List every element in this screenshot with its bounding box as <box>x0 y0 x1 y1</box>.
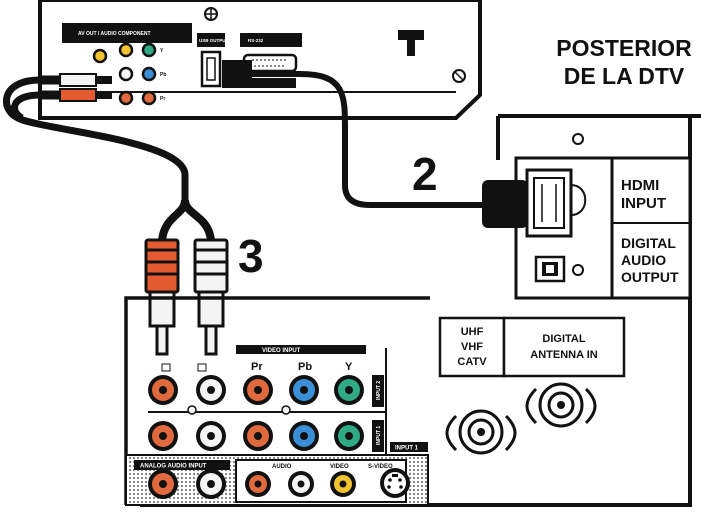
rca-plug-red <box>144 238 180 356</box>
hdmi-input-label-2: INPUT <box>621 195 666 212</box>
hdmi-cable <box>250 71 490 208</box>
video-pb-label: Pb <box>298 361 312 373</box>
video-input-header: VIDEO INPUT <box>262 348 301 354</box>
step-number-2: 2 <box>412 148 438 200</box>
device-pr-label: Pr <box>160 96 165 102</box>
bottom-video-label: VIDEO <box>330 464 349 470</box>
bottom-jacks <box>148 468 410 499</box>
device-rca-plugs <box>40 73 112 102</box>
device-power-icon <box>398 30 424 56</box>
bottom-input1-label: INPUT 1 <box>395 446 419 452</box>
vhf-label: VHF <box>461 341 483 353</box>
device-usb-plug <box>222 60 252 88</box>
device-audio-out-label: AV OUT / AUDIO <box>78 31 117 37</box>
device-y-label: Y <box>160 48 164 54</box>
hdmi-input-label-1: HDMI <box>621 177 659 194</box>
row-tag-input1: INPUT 1 <box>376 426 382 445</box>
step-number-3: 3 <box>238 230 264 282</box>
title-line1: POSTERIOR <box>556 35 692 61</box>
video-input-row-2 <box>148 421 364 451</box>
audio-cable <box>2 76 189 200</box>
device-rs232-label: RS-232 <box>248 38 264 43</box>
digital-antenna-label-1: DIGITAL <box>542 333 585 345</box>
uhf-antenna-jack <box>445 409 517 455</box>
device-pb-label: Pb <box>160 72 166 78</box>
title-line2: DE LA DTV <box>564 63 685 89</box>
analog-audio-input-label: ANALOG AUDIO INPUT <box>140 464 207 470</box>
digital-audio-label-2: AUDIO <box>621 252 666 268</box>
device-usb-label: USB OUTPUT <box>199 38 229 43</box>
receiver-device: AV OUT / AUDIO COMPONENT USB OUTPUT RS-2… <box>38 0 482 120</box>
uhf-label: UHF <box>461 326 484 338</box>
digital-antenna-jack <box>525 382 597 428</box>
digital-antenna-label-2: ANTENNA IN <box>530 349 597 361</box>
device-component-label: COMPONENT <box>118 31 151 37</box>
digital-audio-label-3: OUTPUT <box>621 269 679 285</box>
tv-screw-icon <box>572 133 584 145</box>
tv-hdmi-plug <box>482 180 528 228</box>
device-jacks: Y Pb Pr <box>92 42 166 106</box>
tv-rear-panel: HDMI INPUT DIGITAL AUDIO OUTPUT UHF VHF … <box>124 114 701 507</box>
video-y-label: Y <box>345 361 353 373</box>
digital-audio-label-1: DIGITAL <box>621 235 676 251</box>
bottom-svideo-label: S-VIDEO <box>368 464 393 470</box>
bottom-audio-label: AUDIO <box>272 464 292 470</box>
catv-label: CATV <box>457 356 487 368</box>
video-input-row-1 <box>148 375 364 405</box>
video-pr-label: Pr <box>251 361 263 373</box>
row-tag-input2: INPUT 2 <box>376 381 382 400</box>
